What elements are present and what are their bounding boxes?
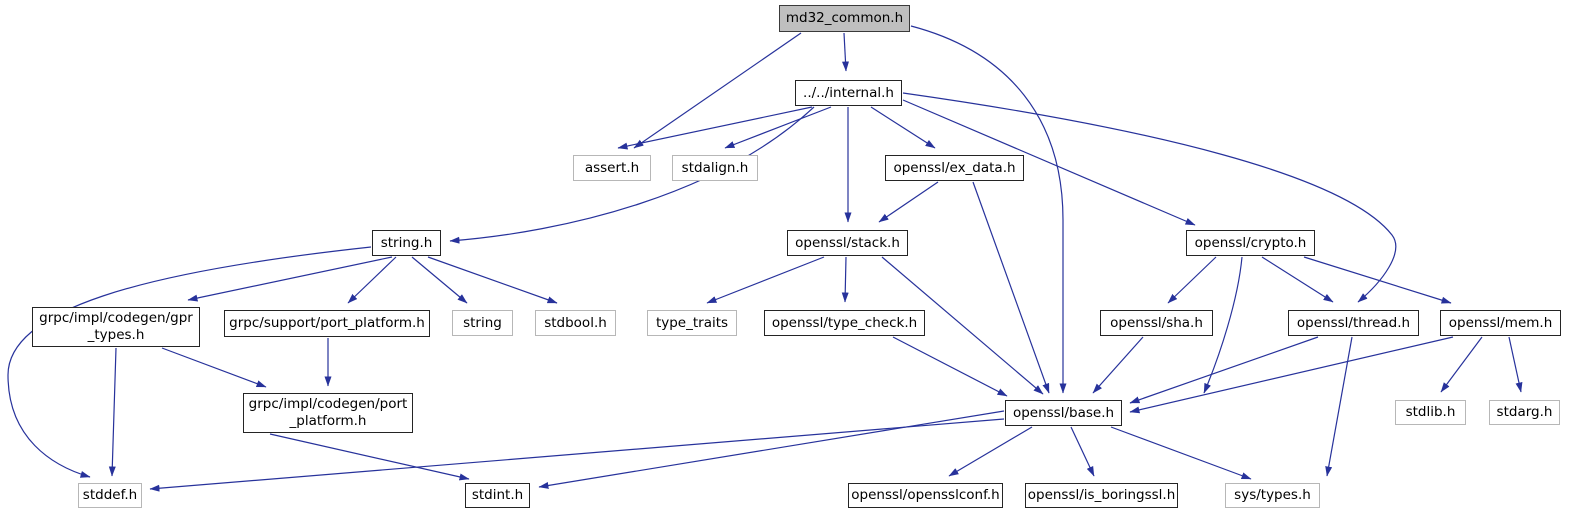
edge-type_check-to-base <box>892 336 1008 397</box>
include-edges <box>7 25 1523 492</box>
edge-thread-to-sys_types <box>1325 336 1353 477</box>
node-thread[interactable]: openssl/thread.h <box>1288 310 1419 336</box>
node-stdint[interactable]: stdint.h <box>465 483 530 508</box>
edge-string_h-to-support_pp <box>347 256 397 304</box>
node-sha[interactable]: openssl/sha.h <box>1100 310 1213 336</box>
edge-base-to-sys_types <box>1110 426 1252 480</box>
node-internal[interactable]: ../../internal.h <box>795 80 902 106</box>
edge-ex_data-to-stack <box>878 181 939 223</box>
edge-string_h-to-string_std <box>411 256 468 304</box>
node-stack[interactable]: openssl/stack.h <box>787 230 908 256</box>
node-assert: assert.h <box>573 155 651 181</box>
edge-internal-to-stdalign <box>724 106 832 149</box>
node-base[interactable]: openssl/base.h <box>1005 400 1122 426</box>
edge-crypto-to-sha <box>1167 256 1217 304</box>
edge-internal-to-crypto <box>902 99 1196 226</box>
node-string_std: string <box>452 310 513 336</box>
node-md32_common[interactable]: md32_common.h <box>779 5 910 32</box>
edge-base-to-opensslconf <box>948 426 1033 477</box>
edge-sha-to-base <box>1092 336 1144 394</box>
edge-stack-to-type_check <box>841 256 849 303</box>
edge-internal-to-string_h <box>449 106 815 244</box>
edge-internal-to-ex_data <box>870 106 936 149</box>
node-string_h[interactable]: string.h <box>372 230 441 256</box>
node-ex_data[interactable]: openssl/ex_data.h <box>885 155 1024 181</box>
node-stdalign: stdalign.h <box>672 155 758 181</box>
edge-base-to-is_boringssl <box>1070 426 1095 477</box>
edge-crypto-to-mem <box>1303 256 1452 304</box>
edge-mem-to-stdarg <box>1508 336 1523 393</box>
edge-base-to-stdint <box>538 410 1005 489</box>
edge-ex_data-to-base <box>972 181 1050 394</box>
node-stdarg: stdarg.h <box>1489 400 1560 425</box>
node-opensslconf[interactable]: openssl/opensslconf.h <box>848 483 1003 508</box>
edge-internal-to-assert <box>617 106 813 150</box>
edge-md32_common-to-assert <box>633 32 802 149</box>
edge-mem-to-base <box>1129 336 1454 414</box>
edge-gpr_types-to-codegen_pp <box>161 347 267 388</box>
edge-crypto-to-thread <box>1261 256 1334 303</box>
edge-codegen_pp-to-stdint <box>269 433 470 481</box>
edge-stack-to-base <box>881 256 1044 395</box>
node-stdlib: stdlib.h <box>1395 400 1466 425</box>
edge-string_h-to-stddef <box>7 246 372 478</box>
node-gpr_types[interactable]: grpc/impl/codegen/gpr _types.h <box>32 307 200 347</box>
node-support_pp[interactable]: grpc/support/port_platform.h <box>224 310 430 337</box>
edge-string_h-to-gpr_types <box>187 256 393 302</box>
edge-gpr_types-to-stddef <box>108 347 117 477</box>
edge-md32_common-to-base <box>910 25 1067 394</box>
node-stdbool: stdbool.h <box>535 310 616 336</box>
node-is_boringssl[interactable]: openssl/is_boringssl.h <box>1025 483 1178 508</box>
edge-thread-to-base <box>1129 336 1319 404</box>
node-sys_types: sys/types.h <box>1225 483 1320 508</box>
node-crypto[interactable]: openssl/crypto.h <box>1186 230 1315 256</box>
node-codegen_pp[interactable]: grpc/impl/codegen/port _platform.h <box>243 393 413 433</box>
node-mem[interactable]: openssl/mem.h <box>1440 310 1561 336</box>
node-type_check[interactable]: openssl/type_check.h <box>764 310 925 336</box>
edge-base-to-stddef <box>149 418 1005 492</box>
edge-mem-to-stdlib <box>1440 336 1483 393</box>
edge-md32_common-to-internal <box>842 32 849 72</box>
edge-stack-to-type_traits <box>706 256 825 304</box>
node-type_traits: type_traits <box>647 310 737 336</box>
node-stddef: stddef.h <box>78 483 142 508</box>
edge-string_h-to-stdbool <box>427 256 558 304</box>
edge-internal-to-thread <box>902 92 1397 303</box>
edge-crypto-to-base <box>1203 256 1243 394</box>
